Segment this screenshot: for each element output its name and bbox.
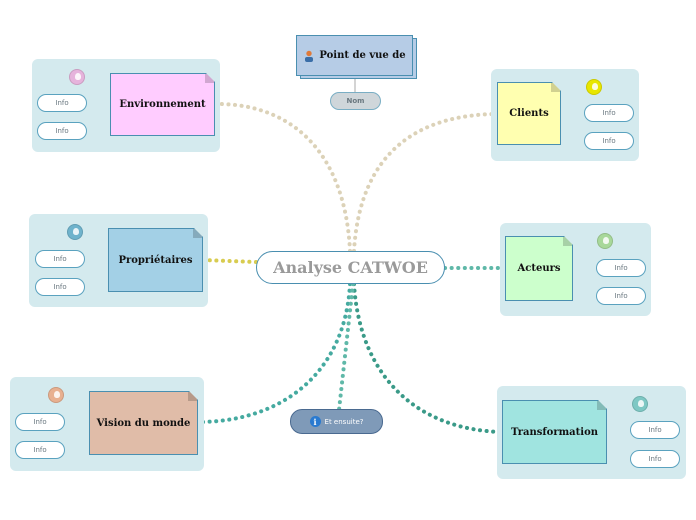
node-acteurs[interactable]: Acteurs <box>505 236 573 301</box>
node-environnement[interactable]: Environnement <box>110 73 215 136</box>
info-button[interactable]: Info <box>15 441 65 459</box>
info-button[interactable]: Info <box>35 250 85 268</box>
lightbulb-icon <box>632 396 648 412</box>
viewpoint-name-label: Nom <box>346 97 365 105</box>
node-vision[interactable]: Vision du monde <box>89 391 198 455</box>
lightbulb-icon <box>48 387 64 403</box>
lightbulb-icon <box>597 233 613 249</box>
next-step-button[interactable]: i Et ensuite? <box>290 409 383 434</box>
info-button[interactable]: Info <box>596 259 646 277</box>
person-icon <box>305 50 314 62</box>
viewpoint-name-button[interactable]: Nom <box>330 92 381 110</box>
link-vision <box>196 282 352 424</box>
node-proprietaires[interactable]: Propriétaires <box>108 228 203 292</box>
info-button[interactable]: Info <box>37 122 87 140</box>
lightbulb-icon <box>67 224 83 240</box>
info-button[interactable]: Info <box>596 287 646 305</box>
info-button[interactable]: Info <box>630 450 680 468</box>
info-icon: i <box>309 416 321 427</box>
link-transformation <box>352 282 504 434</box>
info-button[interactable]: Info <box>584 132 634 150</box>
info-button[interactable]: Info <box>584 104 634 122</box>
viewpoint-node[interactable]: Point de vue de <box>296 35 417 79</box>
node-clients[interactable]: Clients <box>497 82 561 145</box>
central-topic[interactable]: Analyse CATWOE <box>256 251 445 284</box>
viewpoint-title: Point de vue de <box>319 50 406 61</box>
link-clients <box>352 112 498 253</box>
info-button[interactable]: Info <box>37 94 87 112</box>
info-button[interactable]: Info <box>15 413 65 431</box>
info-button[interactable]: Info <box>630 421 680 439</box>
next-step-label: Et ensuite? <box>324 417 364 426</box>
lightbulb-icon <box>586 79 602 95</box>
lightbulb-icon <box>69 69 85 85</box>
node-transformation[interactable]: Transformation <box>502 400 607 464</box>
link-environnement <box>218 102 352 253</box>
link-next <box>337 282 355 412</box>
info-button[interactable]: Info <box>35 278 85 296</box>
link-proprietaires <box>201 258 258 264</box>
